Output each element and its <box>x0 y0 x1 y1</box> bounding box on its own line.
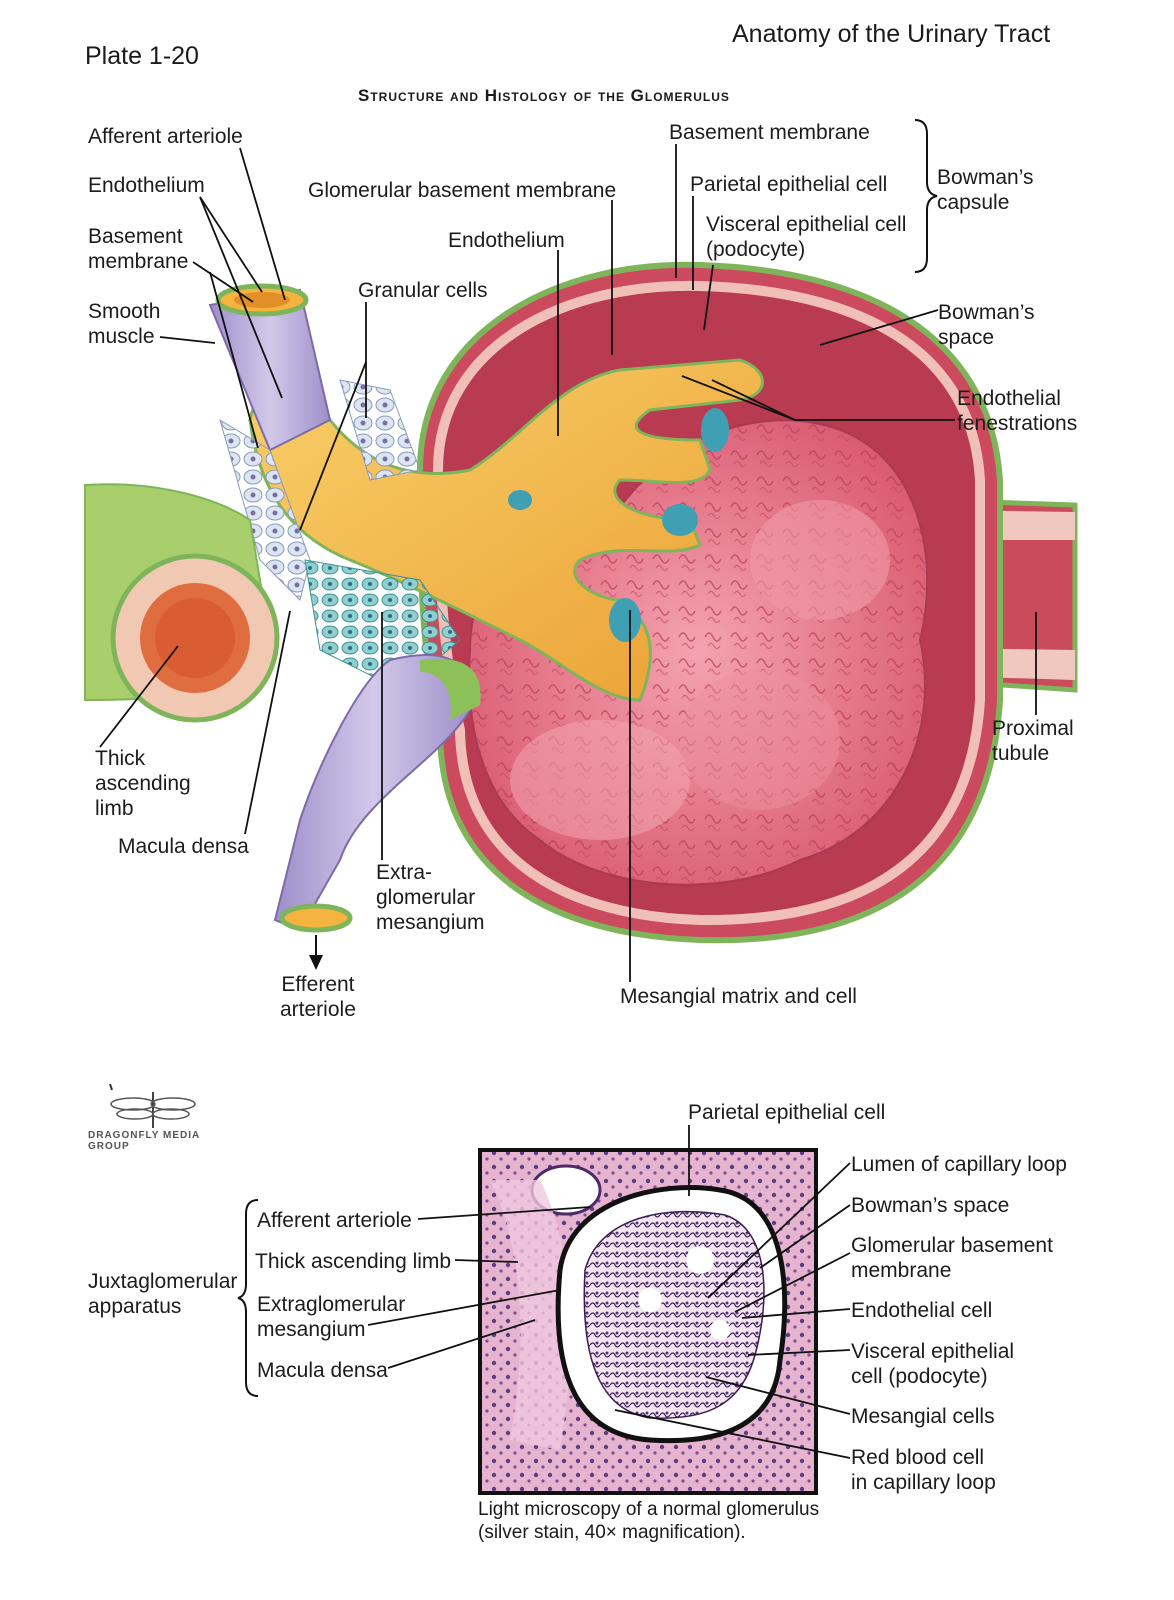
label-basement-membrane-left: Basement membrane <box>88 225 189 273</box>
micro-label-mesangial-cells: Mesangial cells <box>851 1405 995 1428</box>
label-endothelium-left: Endothelium <box>88 174 205 197</box>
label-visceral-epithelial-cell: Visceral epithelial cell (podocyte) <box>706 213 907 261</box>
label-endothelium-center: Endothelium <box>448 229 565 252</box>
micro-label-thick-ascending-limb: Thick ascending limb <box>255 1250 452 1273</box>
label-glomerular-basement-membrane: Glomerular basement membrane <box>308 179 617 202</box>
section-title: Anatomy of the Urinary Tract <box>732 20 1051 48</box>
label-parietal-epithelial-cell: Parietal epithelial cell <box>690 173 888 196</box>
micro-label-juxtaglomerular-apparatus: Juxtaglomerular apparatus <box>88 1270 238 1318</box>
micro-label-visceral-epithelial-cell: Visceral epithelial cell (podocyte) <box>851 1340 1015 1388</box>
label-basement-membrane-top: Basement membrane <box>669 121 870 144</box>
figure-title: Structure and Histology of the Glomerulu… <box>358 86 730 105</box>
micro-label-parietal-epithelial-cell: Parietal epithelial cell <box>688 1101 886 1124</box>
label-smooth-muscle: Smooth muscle <box>88 300 161 348</box>
micro-label-red-blood-cell: Red blood cell in capillary loop <box>851 1446 996 1494</box>
label-bowmans-space: Bowman’s space <box>938 301 1035 349</box>
label-granular-cells: Granular cells <box>358 279 488 302</box>
dragonfly-icon <box>109 1083 196 1128</box>
micro-label-extraglomerular-mesangium: Extraglomerular mesangium <box>257 1293 406 1341</box>
micro-label-glomerular-basement-membrane: Glomerular basement membrane <box>851 1234 1053 1282</box>
micro-label-bowmans-space: Bowman’s space <box>851 1194 1010 1217</box>
micrograph-caption: Light microscopy of a normal glomerulus … <box>478 1499 820 1543</box>
label-mesangial-matrix-and-cell: Mesangial matrix and cell <box>620 985 857 1008</box>
micro-label-endothelial-cell: Endothelial cell <box>851 1299 993 1322</box>
micro-label-macula-densa: Macula densa <box>257 1359 388 1382</box>
plate-number: Plate 1-20 <box>85 42 199 70</box>
label-endothelial-fenestrations: Endothelial fenestrations <box>957 387 1078 435</box>
label-efferent-arteriole: Efferent arteriole <box>280 973 356 1021</box>
label-macula-densa: Macula densa <box>118 835 249 858</box>
label-extraglomerular-mesangium: Extra- glomerular mesangium <box>376 861 485 934</box>
micro-label-lumen-of-capillary-loop: Lumen of capillary loop <box>851 1153 1067 1176</box>
label-proximal-tubule: Proximal tubule <box>992 717 1074 765</box>
label-thick-ascending-limb: Thick ascending limb <box>95 747 191 820</box>
label-bowmans-capsule: Bowman’s capsule <box>937 166 1034 214</box>
logo-text: DRAGONFLY MEDIA GROUP <box>88 1130 200 1152</box>
label-afferent-arteriole: Afferent arteriole <box>88 125 243 148</box>
micro-label-afferent-arteriole: Afferent arteriole <box>257 1209 412 1232</box>
dragonfly-logo: DRAGONFLY MEDIA GROUP <box>88 1083 218 1154</box>
